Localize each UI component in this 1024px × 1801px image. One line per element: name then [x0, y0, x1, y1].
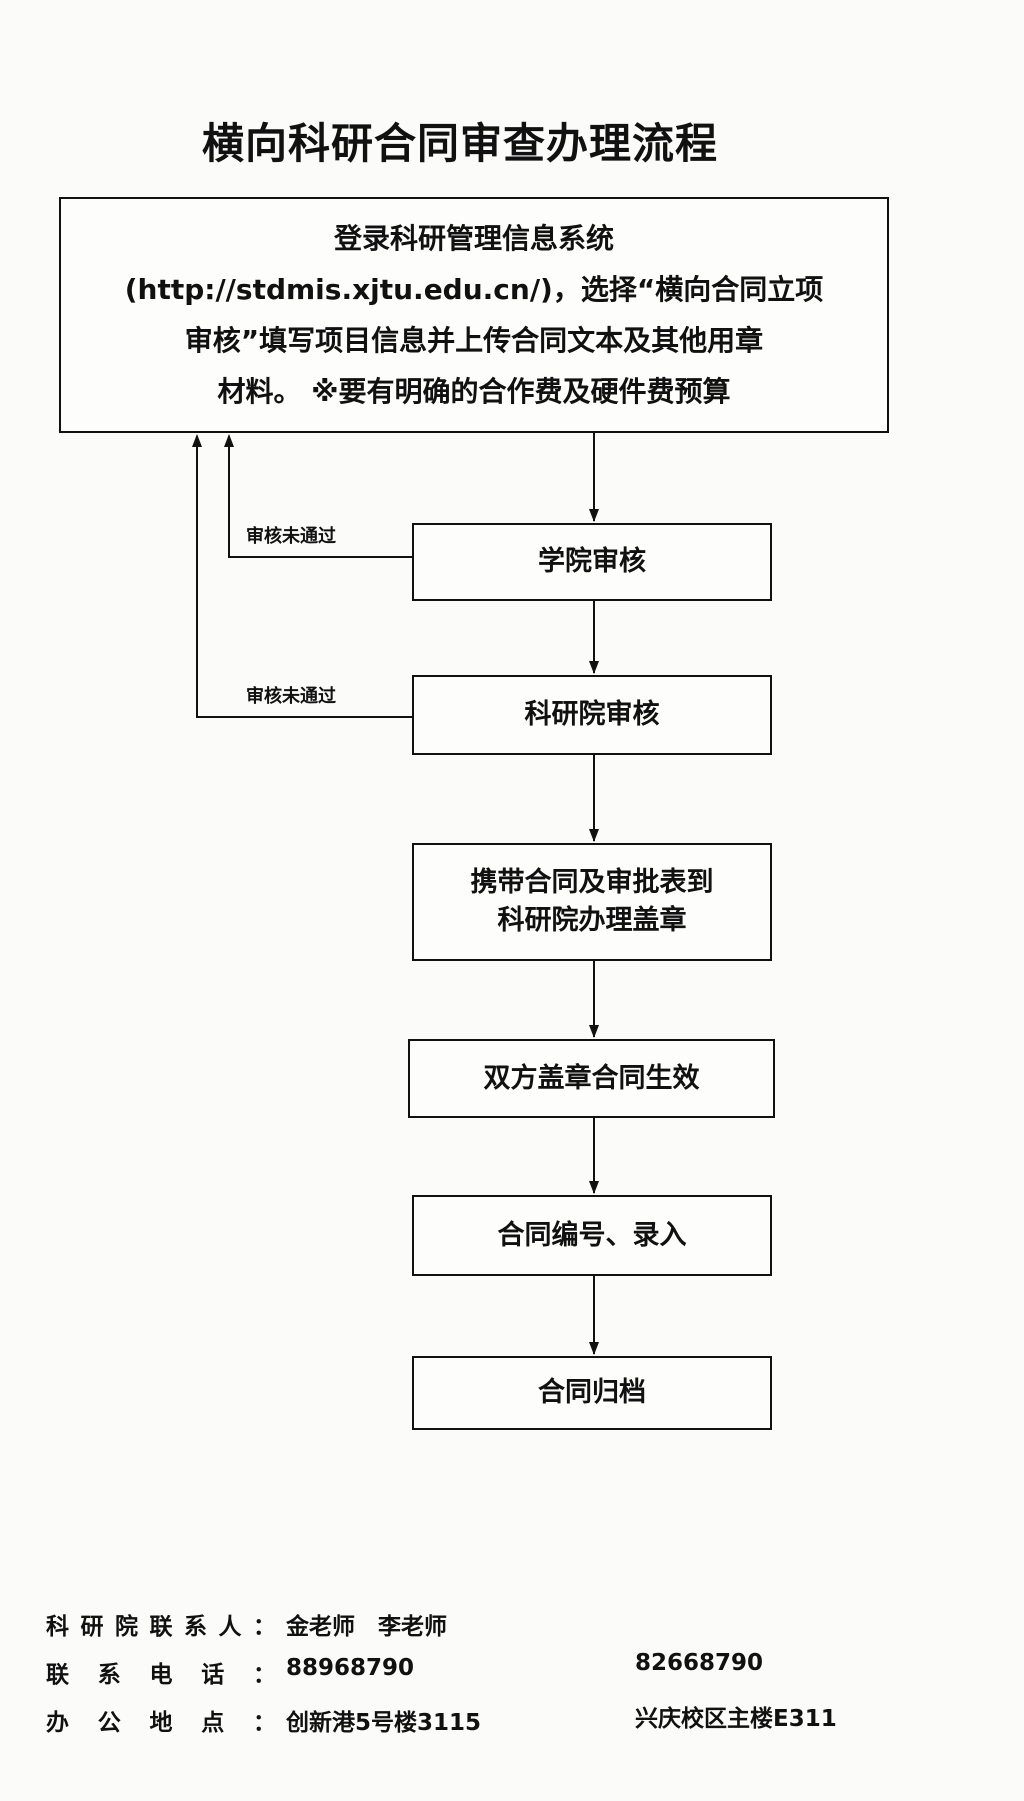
contact-phone-row: 联系电话： 88968790 82668790 [46, 1650, 763, 1689]
contact-office-1: 创新港5号楼3115 [286, 1710, 482, 1736]
arrowhead [589, 1025, 599, 1038]
step-text-line: 科研院办理盖章 [497, 905, 687, 936]
arrow-research-reject [196, 436, 412, 718]
step-text-line: 审核”填写项目信息并上传合同文本及其他用章 [184, 324, 764, 357]
step-text-line: 登录科研管理信息系统 [333, 222, 614, 255]
contact-persons: 金老师 李老师 [286, 1614, 447, 1640]
arrowhead [589, 661, 599, 674]
research-rejected-label: 审核未通过 [246, 686, 336, 707]
arrowhead [589, 1342, 599, 1355]
step-login-system: 登录科研管理信息系统 (http://stdmis.xjtu.edu.cn/)，… [59, 197, 889, 433]
step-text-line: (http://stdmis.xjtu.edu.cn/)，选择“横向合同立项 [124, 273, 824, 306]
contact-office-row: 办公地点： 创新港5号楼3115 兴庆校区主楼E311 [46, 1703, 837, 1737]
contact-person-row: 科研院联系人： 金老师 李老师 [46, 1607, 447, 1641]
contact-person-label: 科研院联系人： [46, 1614, 276, 1640]
arrowhead [224, 434, 234, 447]
step-research-review: 科研院审核 [412, 675, 772, 755]
step-effective: 双方盖章合同生效 [408, 1039, 775, 1118]
arrowhead [589, 509, 599, 522]
step-stamp: 携带合同及审批表到 科研院办理盖章 [412, 843, 772, 961]
step-text-line: 携带合同及审批表到 [470, 867, 714, 899]
step-numbering: 合同编号、录入 [412, 1195, 772, 1276]
arrowhead [589, 829, 599, 842]
arrowhead [589, 1181, 599, 1194]
arrowhead [192, 434, 202, 447]
step-text-line: 材料。 ※要有明确的合作费及硬件费预算 [217, 375, 731, 408]
college-rejected-label: 审核未通过 [246, 526, 336, 547]
contact-phone-2: 82668790 [635, 1650, 764, 1676]
contact-phone-label: 联系电话： [46, 1662, 276, 1688]
contact-phone-1: 88968790 [286, 1655, 415, 1681]
contact-office-label: 办公地点： [46, 1710, 276, 1736]
step-college-review: 学院审核 [412, 523, 772, 601]
arrow-college-reject [228, 436, 412, 558]
contact-office-2: 兴庆校区主楼E311 [635, 1706, 837, 1732]
page-title: 横向科研合同审查办理流程 [201, 119, 718, 168]
step-archive: 合同归档 [412, 1356, 772, 1430]
